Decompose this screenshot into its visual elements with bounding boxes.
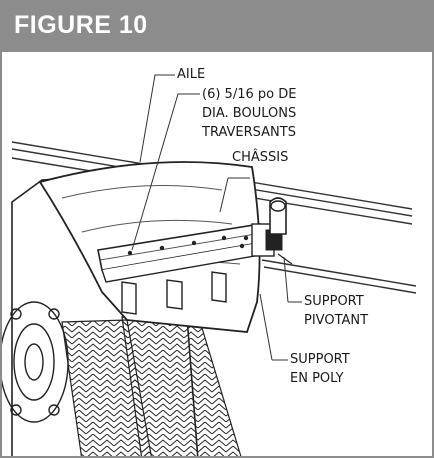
label-poly-support-line2: EN POLY bbox=[290, 371, 344, 386]
label-aile: AILE bbox=[177, 67, 206, 82]
wheel-hub bbox=[2, 301, 69, 423]
label-poly-support-line1: SUPPORT bbox=[290, 352, 350, 367]
label-bolts-line1: (6) 5/16 po DE bbox=[202, 87, 297, 102]
poly-support-arm bbox=[97, 223, 267, 283]
label-bolts-line3: TRAVERSANTS bbox=[202, 125, 296, 140]
label-chassis: CHÂSSIS bbox=[232, 150, 289, 165]
figure-header: FIGURE 10 bbox=[2, 2, 432, 52]
figure-title: FIGURE 10 bbox=[14, 11, 148, 39]
label-pivot-support-line1: SUPPORT bbox=[304, 294, 364, 309]
fender-assembly-drawing bbox=[2, 74, 417, 456]
callout-lines bbox=[131, 74, 302, 361]
pivot-support-mount bbox=[251, 197, 293, 265]
label-pivot-support-line2: PIVOTANT bbox=[304, 313, 369, 328]
label-bolts-line2: DIA. BOULONS bbox=[202, 106, 297, 121]
